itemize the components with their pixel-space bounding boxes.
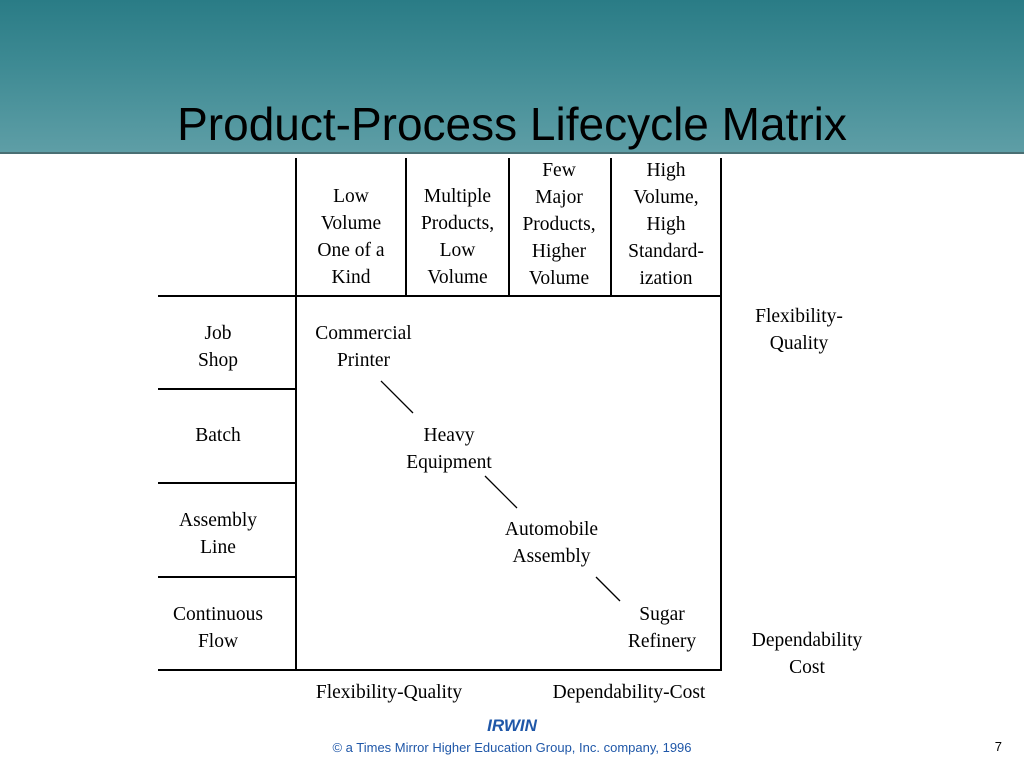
column-header-low-volume: Low Volume One of a Kind [317, 186, 385, 288]
row-divider [158, 388, 297, 390]
example-heavy-equipment: Heavy Equipment [406, 425, 492, 473]
page-number: 7 [994, 739, 1002, 754]
row-label-continuous-flow: Continuous Flow [173, 604, 263, 652]
row-divider [158, 669, 297, 671]
row-label-assembly-line: Assembly Line [179, 510, 257, 558]
column-divider [405, 158, 407, 296]
slide-header-band [0, 0, 1024, 152]
header-divider [0, 152, 1024, 154]
example-sugar-refinery: Sugar Refinery [627, 604, 697, 652]
copyright-notice: © a Times Mirror Higher Education Group,… [332, 740, 692, 755]
row-label-batch: Batch [195, 425, 241, 446]
right-label-dependability-cost: Dependability Cost [751, 630, 863, 678]
example-commercial-printer: Commercial Printer [315, 323, 412, 371]
matrix-left-border [295, 158, 297, 671]
example-automobile-assembly: Automobile Assembly [504, 519, 599, 567]
row-divider [158, 295, 297, 297]
column-header-high-volume: High Volume, High Standard- ization [628, 160, 704, 289]
column-divider [610, 158, 612, 296]
column-divider [508, 158, 510, 296]
row-divider [158, 576, 297, 578]
right-label-flexibility-quality: Flexibility- Quality [755, 306, 843, 354]
row-divider [158, 482, 297, 484]
matrix-bottom-border [296, 669, 722, 671]
bottom-label-dependability-cost: Dependability-Cost [552, 682, 706, 703]
connector-line [595, 576, 621, 602]
connector-line [380, 380, 414, 414]
matrix-right-border [720, 158, 722, 671]
slide-title: Product-Process Lifecycle Matrix [177, 98, 847, 150]
connector-line [484, 475, 518, 509]
row-label-job-shop: Job Shop [197, 323, 239, 371]
publisher-brand: IRWIN [487, 716, 537, 735]
matrix-top-border [296, 295, 722, 297]
column-header-few-major-products: Few Major Products, Higher Volume [522, 160, 596, 289]
column-header-multiple-products: Multiple Products, Low Volume [420, 186, 495, 288]
bottom-label-flexibility-quality: Flexibility-Quality [315, 682, 463, 703]
